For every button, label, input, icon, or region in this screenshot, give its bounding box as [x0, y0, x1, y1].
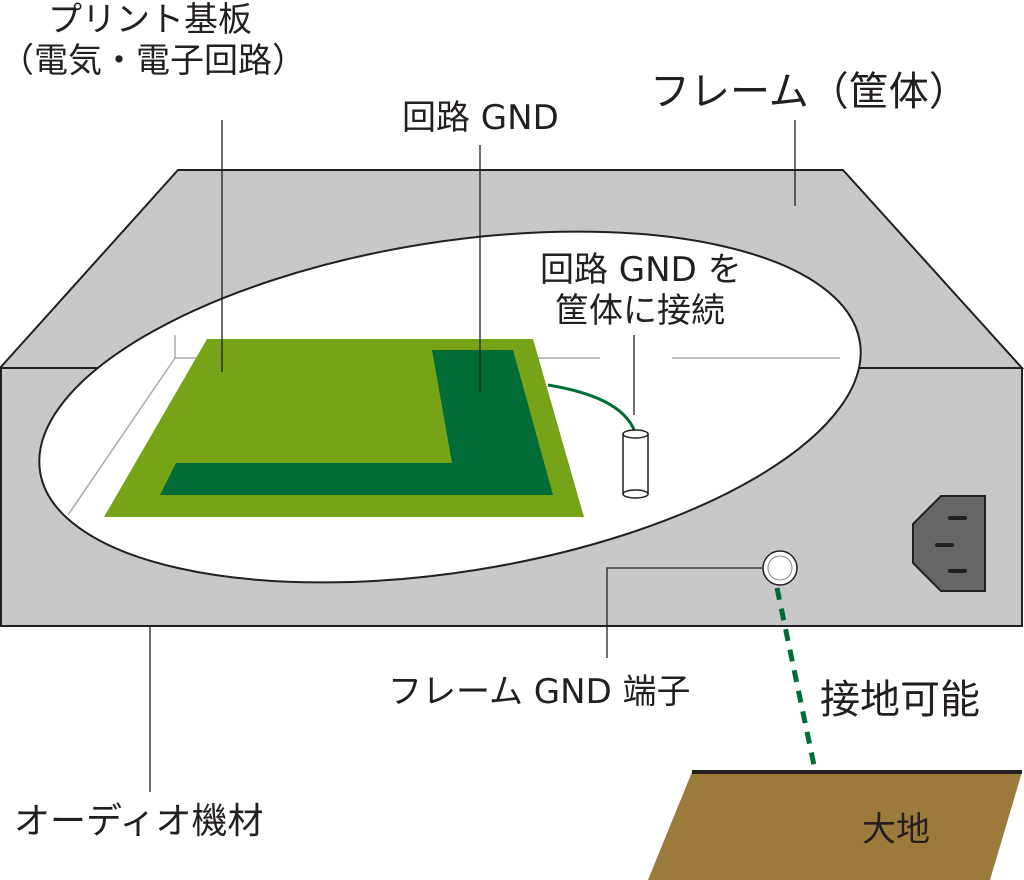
ground-wire-dashed — [774, 587, 818, 771]
leader-lines — [149, 120, 796, 792]
connect-label-line1: 回路 GND を — [540, 250, 742, 290]
connect-label: 回路 GND を 筐体に接続 — [540, 250, 742, 332]
earth-label: 大地 — [862, 810, 930, 850]
circuit-gnd-trace — [160, 350, 553, 495]
pcb-label: プリント基板 （電気・電子回路） — [0, 0, 306, 82]
connect-label-line2: 筐体に接続 — [555, 290, 725, 331]
audio-equipment-label: オーディオ機材 — [14, 801, 264, 842]
circuit-gnd-label: 回路 GND — [402, 98, 559, 138]
pcb-label-line1: プリント基板 — [48, 0, 252, 40]
pcb-label-line2: （電気・電子回路） — [0, 40, 306, 81]
frame-label: フレーム（筐体） — [650, 69, 969, 115]
standoff-post — [622, 429, 649, 499]
groundable-label: 接地可能 — [820, 677, 980, 723]
gnd-wire — [547, 383, 637, 433]
earth-ground — [648, 772, 1022, 880]
frame-gnd-terminal-label: フレーム GND 端子 — [388, 672, 691, 712]
frame-gnd-terminal — [762, 550, 798, 586]
power-inlet — [912, 495, 986, 592]
